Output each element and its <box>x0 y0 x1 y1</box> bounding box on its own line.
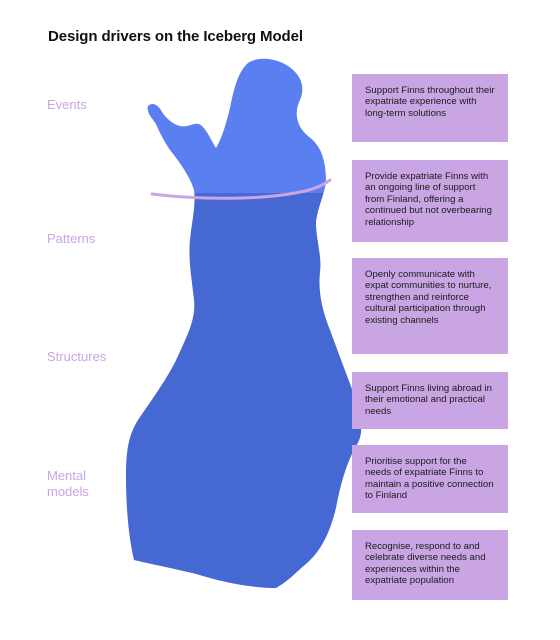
level-label-events: Events <box>47 97 87 112</box>
waterline <box>150 178 332 200</box>
level-label-patterns: Patterns <box>47 231 96 246</box>
driver-card: Recognise, respond to and celebrate dive… <box>352 530 508 600</box>
driver-card: Openly communicate with expat communitie… <box>352 258 508 354</box>
driver-card: Prioritise support for the needs of expa… <box>352 445 508 513</box>
driver-card: Support Finns throughout their expatriat… <box>352 74 508 142</box>
driver-card: Provide expatriate Finns with an ongoing… <box>352 160 508 242</box>
driver-card: Support Finns living abroad in their emo… <box>352 372 508 429</box>
level-label-structures: Structures <box>47 349 107 364</box>
diagram-title: Design drivers on the Iceberg Model <box>48 28 303 45</box>
level-label-mental-models: Mental models <box>47 468 89 499</box>
